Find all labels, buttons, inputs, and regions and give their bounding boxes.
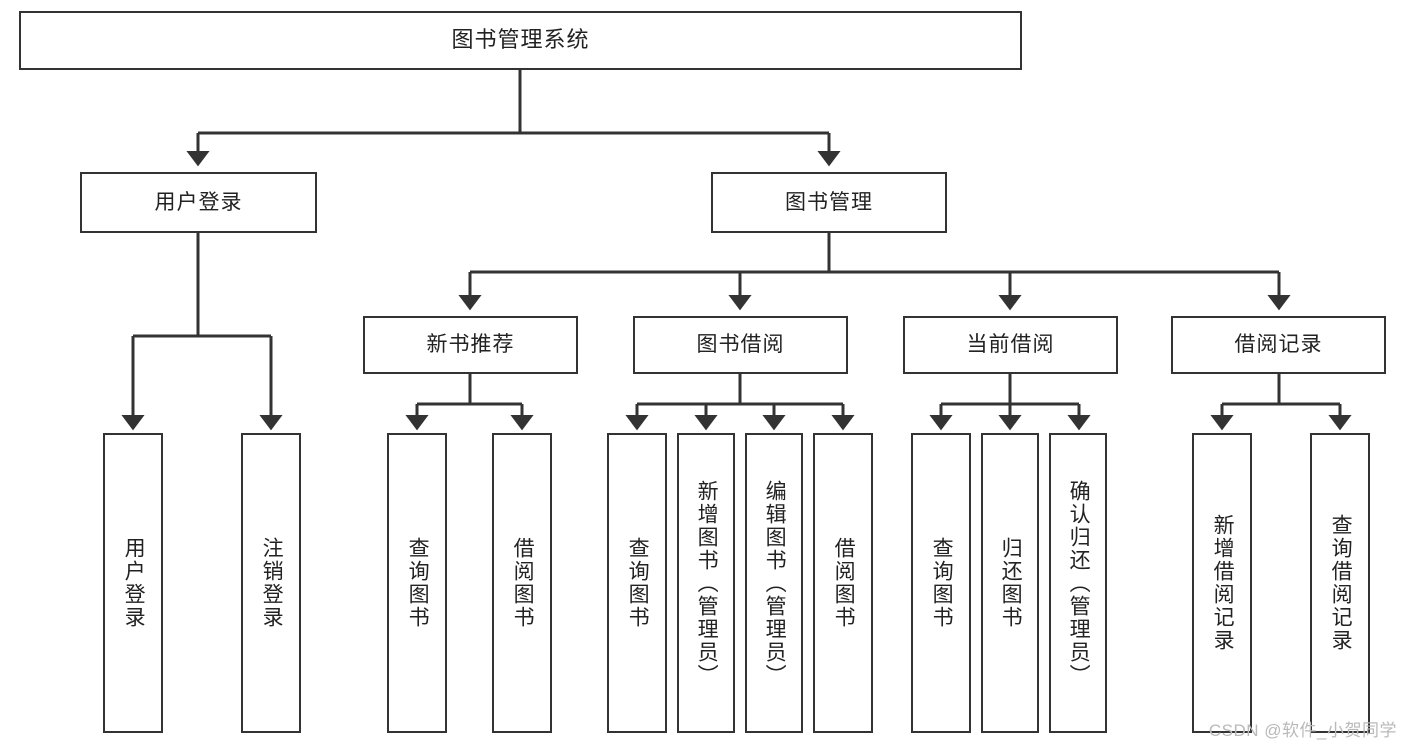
leaf-return-book[interactable]: 归还图书 (981, 433, 1039, 733)
csdn-watermark: CSDN @软件_小贺同学 (1208, 721, 1397, 740)
leaf-logout[interactable]: 注销登录 (241, 433, 301, 733)
node-label: 借阅记录 (1234, 333, 1323, 357)
node-label: 图书管理系统 (451, 27, 590, 53)
leaf-query-borrow-record[interactable]: 查询借阅记录 (1310, 433, 1370, 733)
leaf-borrow-book[interactable]: 借阅图书 (813, 433, 873, 733)
leaf-query-book-borrowing[interactable]: 查询图书 (607, 433, 667, 733)
node-root-book-management-system[interactable]: 图书管理系统 (19, 11, 1022, 70)
node-book-borrowing[interactable]: 图书借阅 (633, 316, 848, 374)
leaf-confirm-return-admin[interactable]: 确认归还（管理员） (1049, 433, 1107, 733)
node-label: 注销登录 (260, 537, 284, 629)
node-label: 借阅图书 (511, 537, 535, 629)
node-label: 用户登录 (122, 537, 146, 629)
node-label: 归还图书 (999, 537, 1023, 629)
node-label: 查询借阅记录 (1329, 514, 1353, 652)
node-label: 新增借阅记录 (1211, 514, 1235, 652)
node-label: 当前借阅 (966, 333, 1055, 357)
node-label: 图书借阅 (696, 333, 785, 357)
node-label: 编辑图书（管理员） (763, 479, 787, 687)
leaf-query-book-recommendation[interactable]: 查询图书 (387, 433, 447, 733)
leaf-query-book-current[interactable]: 查询图书 (911, 433, 971, 733)
leaf-borrow-book-recommendation[interactable]: 借阅图书 (492, 433, 552, 733)
leaf-user-login[interactable]: 用户登录 (103, 433, 163, 733)
node-current-borrowing[interactable]: 当前借阅 (903, 316, 1118, 374)
node-new-book-recommendation[interactable]: 新书推荐 (363, 316, 578, 374)
node-label: 查询图书 (406, 537, 430, 629)
node-user-login[interactable]: 用户登录 (80, 172, 317, 233)
leaf-edit-book-admin[interactable]: 编辑图书（管理员） (745, 433, 803, 733)
node-label: 新增图书（管理员） (695, 479, 719, 687)
node-label: 图书管理 (785, 190, 873, 214)
node-label: 新书推荐 (426, 333, 515, 357)
node-label: 查询图书 (626, 537, 650, 629)
node-label: 查询图书 (930, 537, 954, 629)
leaf-add-book-admin[interactable]: 新增图书（管理员） (677, 433, 735, 733)
node-book-management[interactable]: 图书管理 (711, 172, 947, 233)
node-label: 借阅图书 (832, 537, 856, 629)
node-label: 用户登录 (154, 190, 243, 214)
leaf-add-borrow-record[interactable]: 新增借阅记录 (1192, 433, 1252, 733)
node-label: 确认归还（管理员） (1067, 479, 1091, 687)
node-borrowing-records[interactable]: 借阅记录 (1171, 316, 1386, 374)
